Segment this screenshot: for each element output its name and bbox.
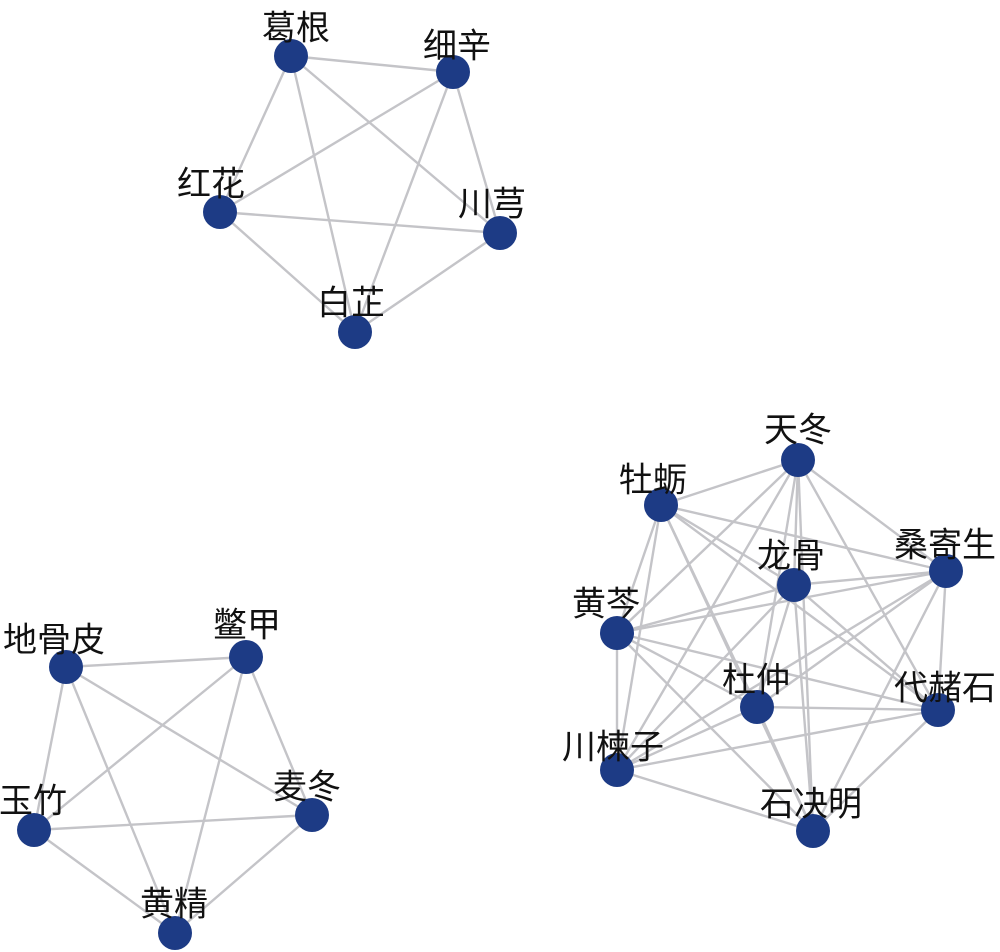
edge-diguapi-biejia: [64, 655, 248, 669]
node-label-yuzhu: 玉竹: [0, 782, 67, 822]
edge-daizheshi-chuanlianzi: [615, 708, 940, 772]
node-diguapi: [49, 650, 83, 684]
edge-xixin-baizhi: [353, 70, 455, 334]
node-baizhi: [338, 315, 372, 349]
node-huangjing: [158, 916, 192, 950]
edge-xixin-chuanxiong: [451, 70, 502, 235]
edge-mulisi-longgu: [659, 503, 796, 587]
node-shijueming: [796, 814, 830, 848]
node-chuanlianzi: [600, 753, 634, 787]
edge-diguapi-yuzhu: [32, 665, 68, 832]
node-label-maidong: 麦冬: [273, 768, 341, 808]
node-xixin: [436, 55, 470, 89]
edge-huangqin-duzhong: [615, 631, 759, 709]
edge-longgu-daizheshi: [792, 583, 940, 712]
node-label-baizhi: 白芷: [317, 284, 385, 324]
node-gegen: [274, 39, 308, 73]
edge-gegen-honghua: [218, 54, 293, 214]
edge-biejia-huangjing: [173, 655, 248, 935]
edge-honghua-chuanxiong: [218, 210, 502, 235]
node-label-huangqin: 黄芩: [572, 585, 640, 625]
node-label-tiandong: 天冬: [764, 411, 832, 451]
edge-chuanxiong-baizhi: [353, 231, 502, 334]
labels-layer: 葛根 细辛红花川芎白芷地骨皮 鳖甲玉竹 麦冬黄精 天冬牡蛎桑寄生 龙骨黄芩杜仲 代赭石川楝子…: [0, 9, 996, 925]
edge-longgu-huangqin: [615, 583, 796, 635]
edge-gegen-xixin: [289, 54, 455, 74]
node-label-chuanlianzi: 川楝子: [562, 728, 664, 768]
edge-diguapi-huangjing: [64, 665, 177, 935]
edge-biejia-yuzhu: [32, 655, 248, 832]
edge-biejia-maidong: [244, 655, 314, 817]
edge-mulisi-sangjisheng: [659, 503, 948, 573]
node-longgu: [777, 568, 811, 602]
edge-tiandong-mulisi: [659, 458, 800, 507]
node-duzhong: [740, 690, 774, 724]
node-chuanxiong: [483, 216, 517, 250]
node-tiandong: [781, 443, 815, 477]
edge-sangjisheng-chuanlianzi: [615, 569, 948, 772]
edge-sangjisheng-daizheshi: [936, 569, 948, 712]
node-mulisi: [644, 488, 678, 522]
edge-gegen-baizhi: [289, 54, 357, 334]
edge-huangqin-shijueming: [615, 631, 815, 833]
edge-tiandong-huangqin: [615, 458, 800, 635]
edge-longgu-duzhong: [755, 583, 796, 709]
node-biejia: [229, 640, 263, 674]
edge-duzhong-daizheshi: [755, 705, 940, 712]
edge-yuzhu-maidong: [32, 813, 314, 832]
edge-daizheshi-shijueming: [811, 708, 940, 833]
edge-sangjisheng-shijueming: [811, 569, 948, 833]
edge-chuanlianzi-shijueming: [615, 768, 815, 833]
node-label-sangjisheng: 桑寄生: [894, 526, 996, 566]
node-daizheshi: [921, 693, 955, 727]
node-label-diguapi: 地骨皮: [3, 621, 105, 661]
node-label-mulisi: 牡蛎: [619, 461, 687, 501]
node-label-duzhong: 杜仲: [722, 661, 790, 701]
edge-duzhong-chuanlianzi: [615, 705, 759, 772]
node-huangqin: [600, 616, 634, 650]
node-maidong: [295, 798, 329, 832]
edge-tiandong-shijueming: [796, 458, 815, 833]
edge-duzhong-shijueming: [755, 705, 815, 833]
node-label-daizheshi: 代赭石: [894, 669, 996, 709]
node-label-longgu: 龙骨: [757, 537, 825, 577]
edge-mulisi-huangqin: [615, 503, 663, 635]
node-label-gegen: 葛根: [262, 9, 330, 49]
node-label-biejia: 鳖甲: [213, 606, 281, 646]
node-label-chuanxiong: 川芎: [458, 185, 526, 225]
edge-tiandong-sangjisheng: [796, 458, 948, 573]
edge-sangjisheng-duzhong: [755, 569, 948, 709]
edge-longgu-chuanlianzi: [615, 583, 796, 772]
edge-xixin-honghua: [218, 70, 455, 214]
node-honghua: [203, 195, 237, 229]
edge-gegen-chuanxiong: [289, 54, 502, 235]
nodes-layer: [17, 39, 963, 950]
edge-huangqin-daizheshi: [615, 631, 940, 712]
edge-yuzhu-huangjing: [32, 828, 177, 935]
node-yuzhu: [17, 813, 51, 847]
edge-tiandong-longgu: [792, 458, 800, 587]
edge-sangjisheng-huangqin: [615, 569, 948, 635]
node-label-honghua: 红花: [177, 165, 245, 205]
edge-honghua-baizhi: [218, 210, 357, 334]
edge-sangjisheng-longgu: [792, 569, 948, 587]
node-label-xixin: 细辛: [423, 27, 491, 67]
edge-diguapi-maidong: [64, 665, 314, 817]
node-sangjisheng: [929, 554, 963, 588]
edge-maidong-huangjing: [173, 813, 314, 935]
node-label-huangjing: 黄精: [140, 885, 208, 925]
node-label-shijueming: 石决明: [760, 785, 862, 825]
